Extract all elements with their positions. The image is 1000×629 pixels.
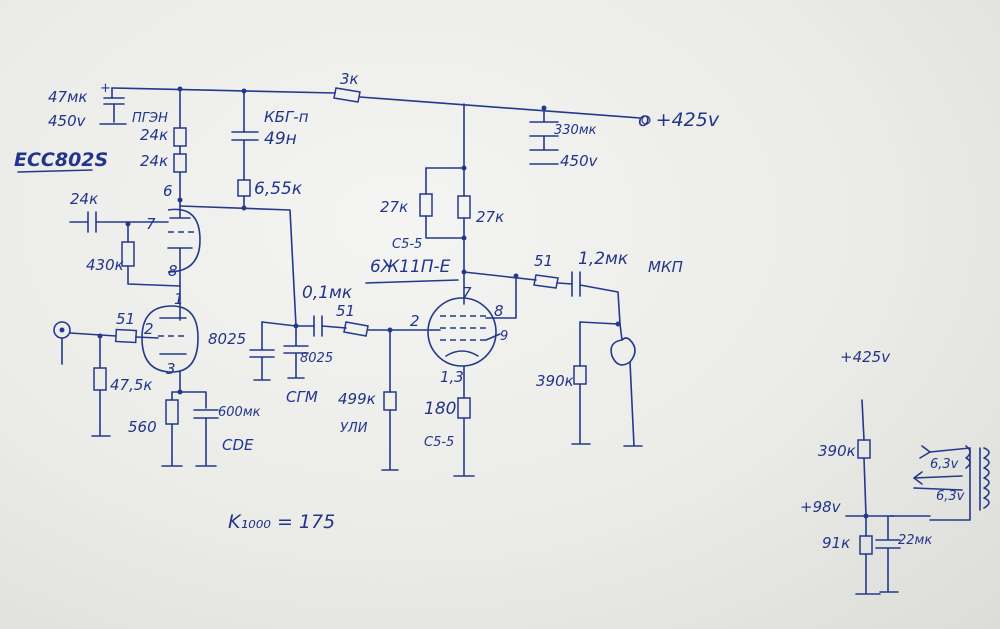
label-r-in-gnd: 47,5к <box>110 376 152 394</box>
label-r1: 24к <box>140 126 168 144</box>
label-tube1: ECC802S <box>14 149 108 171</box>
tube1-underline <box>17 169 93 173</box>
tube-1-upper-triode <box>167 199 201 321</box>
tube-2-pentode <box>427 271 517 477</box>
label-cap-in-type: ПГЭН <box>132 111 168 126</box>
label-heater-r-bottom: 91к <box>822 534 850 552</box>
label-pin2b: 2 <box>410 312 420 330</box>
supply-rail <box>111 87 651 125</box>
label-cap-tube-ref: 8025 <box>300 351 333 366</box>
label-heater-mid-voltage: +98v <box>800 498 842 516</box>
label-heater-r-top: 390к <box>818 442 856 460</box>
label-heater-v1: 6,3v <box>930 457 959 472</box>
supply-capacitor <box>529 105 559 165</box>
label-cap-cath-type: CDE <box>222 436 254 454</box>
input-filter-capacitor: + <box>99 81 127 125</box>
label-r-grid2-series: 51 <box>336 302 355 320</box>
label-r-screen-type: C5-5 <box>392 237 422 252</box>
label-pin7b: 7 <box>462 284 472 302</box>
label-r-plate: 6,55к <box>254 179 303 199</box>
label-heater-cap: 22мк <box>898 533 932 548</box>
svg-text:+: + <box>100 81 111 96</box>
label-r-out-series: 51 <box>534 252 553 270</box>
label-cap-couple: 0,1мк <box>302 283 353 303</box>
label-r-out-gnd: 390к <box>536 372 574 390</box>
label-r-grid2-gnd: 499к <box>338 390 376 408</box>
label-pin6: 6 <box>163 182 173 200</box>
label-cap-out: 1,2мк <box>578 249 629 269</box>
label-pin1: 1 <box>174 290 184 308</box>
coupling-section <box>249 315 433 471</box>
label-cap-couple-type: СГМ <box>286 388 318 406</box>
label-r-cath2: 180 <box>424 399 456 419</box>
label-cap-couple-ref: 8025 <box>208 330 246 348</box>
label-cap-boot-type: КБГ-п <box>264 108 309 126</box>
label-r-supply: 3к <box>340 70 359 88</box>
label-r-screen-right: 27к <box>476 208 504 226</box>
label-r-grid: 430к <box>86 256 124 274</box>
label-r2: 24к <box>140 152 168 170</box>
label-r-cath2-type: C5-5 <box>424 435 454 450</box>
label-supply-voltage: o +425v <box>638 109 720 131</box>
tube-1-lower-triode <box>141 305 199 395</box>
bootstrap-capacitor <box>179 88 297 327</box>
label-r-screen-left: 27к <box>380 198 408 216</box>
label-heater-supply: +425v <box>840 348 891 366</box>
label-tube2: 6Ж11П-Е <box>370 257 451 277</box>
label-pin3: 3 <box>166 360 176 378</box>
label-cap-boot-value: 49н <box>264 129 297 149</box>
label-cap-in-value: 47мк <box>48 88 87 106</box>
plate-resistor-chain <box>173 86 187 203</box>
label-gain: K₁₀₀₀ = 175 <box>228 511 335 533</box>
label-r-in-series: 51 <box>116 310 135 328</box>
label-cap-supply: 330мк <box>554 123 597 138</box>
label-pin9: 9 <box>500 329 508 344</box>
heater-network <box>845 399 990 595</box>
label-cap-supply-voltage: 450v <box>560 152 599 170</box>
label-pin13: 1,3 <box>440 368 464 386</box>
label-cap-out-type: МКП <box>648 258 683 276</box>
cathode-network-1 <box>161 391 219 467</box>
label-pin7: 7 <box>146 215 156 233</box>
grid-network-top <box>69 211 181 287</box>
label-pin8: 8 <box>168 262 178 280</box>
label-r-grid2-type: УЛИ <box>340 421 368 436</box>
label-pin2: 2 <box>144 320 154 338</box>
output-network <box>463 271 643 447</box>
label-pin8b: 8 <box>494 302 504 320</box>
tube2-underline <box>365 279 459 284</box>
label-cap-in-voltage: 450v <box>48 112 87 130</box>
label-r-cath: 560 <box>128 418 157 436</box>
input-section <box>53 321 159 437</box>
screen-resistors <box>419 103 471 275</box>
label-cap-cath: 600мк <box>218 405 261 420</box>
label-cap-grid: 24к <box>70 190 98 208</box>
label-heater-v2: 6,3v <box>936 489 965 504</box>
